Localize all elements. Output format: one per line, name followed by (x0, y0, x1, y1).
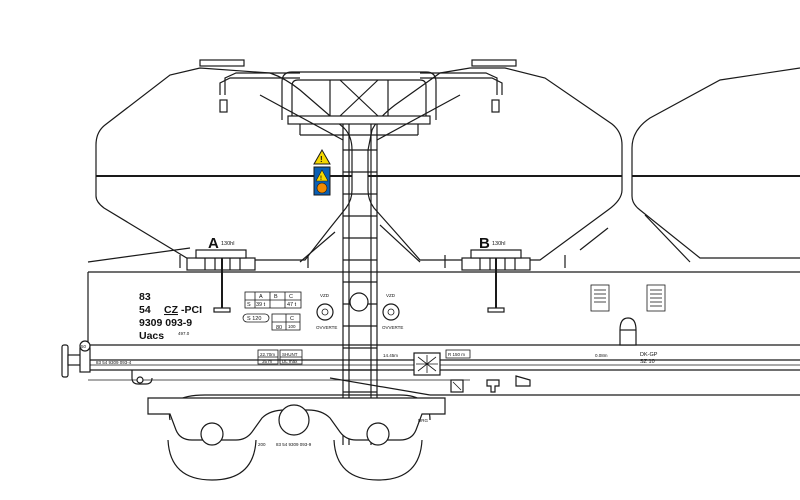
valve-left-bottom-label: OVVERTE (316, 325, 337, 330)
bogie-mark: 200 (258, 442, 266, 447)
valve-left: VZD OVVERTE (316, 292, 369, 330)
frame-box-a-bottom: 35 m (262, 359, 272, 364)
wheel-right (333, 439, 423, 481)
speed-sub: 100 (288, 324, 296, 329)
speed-box-text: S 120 (247, 316, 261, 322)
bogie: 200 83 54 9309 093-9 DRG (147, 394, 446, 481)
marking-country-code: 83 (139, 291, 151, 303)
vehicle-marking: 83 54 CZ -PCI 9309 093-9 Uacs 497.0 (139, 291, 202, 342)
buffer-label-circle (79, 340, 91, 352)
bogie-side-mark: DRG (418, 418, 428, 423)
speed-value-b: 80 (276, 325, 282, 331)
warning-signs: ! ! (313, 148, 331, 196)
hopper-b-outline (367, 67, 623, 261)
load-row-b: 39 t (256, 302, 266, 308)
valve-right-top-label: VZD (386, 293, 396, 298)
frame-height-mark: 0.08m (595, 353, 608, 358)
compartment-b-letter: B (479, 235, 490, 252)
platform-rail-inner (291, 79, 427, 118)
warning-triangle-icon (313, 148, 331, 165)
frame-sz-text: SZ 10 (640, 359, 655, 365)
notice-plates (590, 284, 666, 346)
valve-right-bottom-label: OVVERTE (382, 325, 403, 330)
valve-left-wheel (316, 303, 334, 321)
buffer: 50 (61, 340, 153, 385)
marking-suffix: -PCI (181, 304, 202, 316)
speed-value-c: C (290, 316, 294, 322)
brake-cylinder (619, 317, 637, 346)
underframe (87, 271, 800, 396)
hopper-a: A 130hl (87, 59, 353, 313)
marking-keeper-code: 54 (139, 304, 151, 316)
ladder-hole (349, 292, 369, 312)
coupler-hook (131, 370, 153, 385)
compartment-b-volume: 130hl (492, 241, 505, 247)
valve-left-top-label: VZD (320, 293, 330, 298)
axlebox-right (366, 422, 390, 446)
ladder-rungs (343, 149, 377, 415)
hopper-b-pipe (420, 72, 498, 95)
speed-box (242, 313, 270, 323)
marking-prefix: CZ (164, 304, 179, 316)
axlebox-left (200, 422, 224, 446)
info-plate-symbol: ! (320, 176, 322, 182)
frame-markings: 83 54 9309 093-4 22.70m 35 m SHUNT DL ma… (96, 349, 658, 393)
hopper-a-pipe-inner (219, 77, 300, 95)
platform-rail-outer (281, 71, 437, 120)
hot-surface-icon (316, 182, 328, 194)
bogie-number: 83 54 9309 093-9 (276, 442, 312, 447)
lever-bracket (486, 379, 500, 393)
load-header-a: A (259, 294, 263, 300)
notice-plate-1 (590, 284, 610, 312)
buffer-label: 50 (81, 344, 87, 349)
platform-deck (287, 115, 431, 125)
hopper-a-hatch (199, 59, 245, 67)
hopper-a-vent (219, 99, 228, 113)
wheel-left (167, 439, 257, 481)
frame-box-b-top: SHUNT (282, 352, 298, 357)
frame-radius-mark: R 150 m (448, 352, 465, 357)
notice-plate-2 (646, 284, 666, 312)
frame-box-b-bottom: DL max (282, 359, 298, 364)
ladder-platform (259, 71, 461, 445)
load-header-c: C (289, 294, 293, 300)
hopper-a-pipe (224, 72, 300, 95)
hopper-b: B 130hl (367, 59, 623, 313)
marking-small-code: 497.0 (178, 331, 190, 336)
load-header-b: B (274, 294, 278, 300)
load-row-class: S (247, 302, 251, 308)
next-wagon-hopper (631, 67, 800, 259)
load-row-c: 47 t (287, 302, 297, 308)
buffer-head (61, 344, 69, 378)
frame-box-a-top: 22.70m (260, 352, 275, 357)
marking-number: 9309 093-9 (139, 317, 192, 329)
valve-right: VZD OVVERTE (382, 293, 403, 330)
frame-length-mark: 14.45m (383, 353, 398, 358)
warning-triangle-symbol: ! (320, 155, 323, 164)
frame-left-number: 83 54 9309 093-4 (96, 360, 132, 365)
hopper-b-vent (491, 99, 500, 113)
load-table: A B C S 39 t 47 t S 120 80 C 100 (242, 291, 302, 331)
marking-class: Uacs (139, 330, 164, 342)
valve-right-wheel (382, 303, 400, 321)
shunting-step (515, 375, 531, 387)
compartment-a-volume: 130hl (221, 241, 234, 247)
compartment-a-letter: A (208, 235, 219, 252)
frame-dk-text: DK-GP (640, 352, 658, 358)
hopper-b-hatch (471, 59, 517, 67)
bogie-pivot (278, 404, 310, 436)
